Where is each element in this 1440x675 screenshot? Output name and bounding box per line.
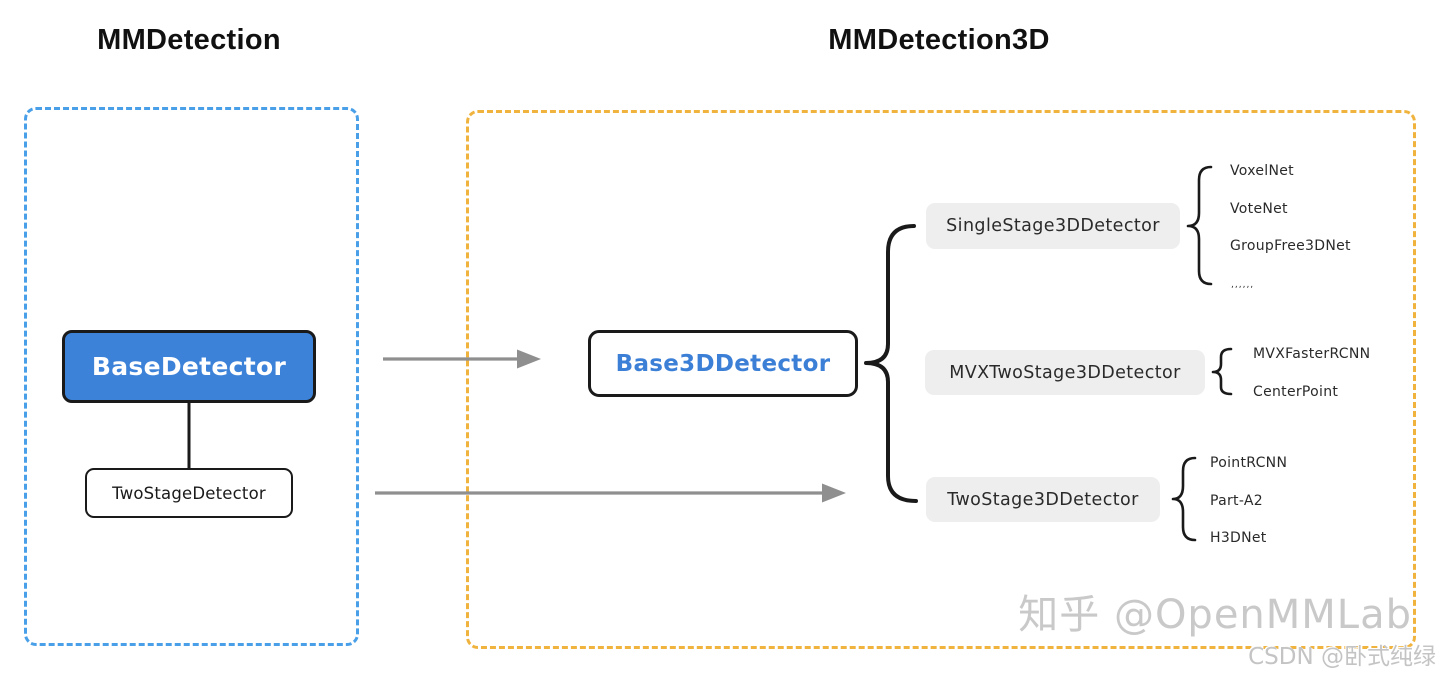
model-item-parta2: Part-A2 xyxy=(1210,493,1263,509)
mmdetection-title: MMDetection xyxy=(97,24,281,56)
model-item-mvxfasterrcnn: MVXFasterRCNN xyxy=(1253,346,1371,362)
model-item-voxelnet: VoxelNet xyxy=(1230,163,1294,179)
model-item-centerpoint: CenterPoint xyxy=(1253,384,1339,400)
watermark-zhihu-openmmlab: 知乎 @OpenMMLab xyxy=(1018,592,1412,638)
singlestage3ddetector-node: SingleStage3DDetector xyxy=(926,203,1180,249)
model-item-groupfree3dnet: GroupFree3DNet xyxy=(1230,238,1351,254)
base3ddetector-node: Base3DDetector xyxy=(588,330,858,397)
mmdetection3d-panel-border xyxy=(466,110,1416,649)
mmdetection3d-title: MMDetection3D xyxy=(828,24,1050,56)
mvxtwostage3ddetector-node: MVXTwoStage3DDetector xyxy=(925,350,1205,395)
model-item-pointrcnn: PointRCNN xyxy=(1210,455,1288,471)
model-item-votenet: VoteNet xyxy=(1230,201,1288,217)
mmdetection-panel-border xyxy=(24,107,359,646)
watermark-csdn: CSDN @卧式纯绿 xyxy=(1248,644,1436,670)
twostage3ddetector-node: TwoStage3DDetector xyxy=(926,477,1160,522)
basedetector-node: BaseDetector xyxy=(62,330,316,403)
model-item-h3dnet: H3DNet xyxy=(1210,530,1267,546)
model-item-ellipsis: ,,,,,, xyxy=(1231,280,1255,290)
twostagedetector-node: TwoStageDetector xyxy=(85,468,293,518)
